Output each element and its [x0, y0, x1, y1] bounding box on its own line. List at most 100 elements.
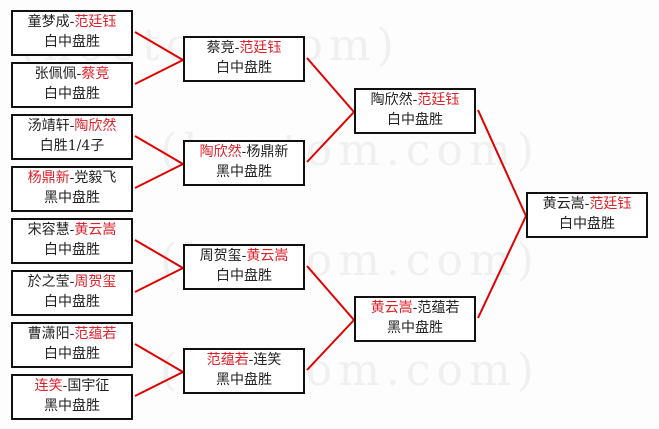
bracket-connector	[134, 163, 184, 189]
match-result: 白中盘胜	[44, 86, 100, 102]
match-players: 黄云嵩-范廷钰	[528, 194, 646, 214]
match-players: 张佩佩-蔡竞	[13, 64, 131, 84]
match-box-r4-1: 黄云嵩-范廷钰白中盘胜	[526, 192, 648, 238]
match-result: 白胜1/4子	[39, 138, 105, 154]
winner-name: 范廷钰	[74, 14, 117, 30]
bracket-connector	[134, 267, 184, 293]
match-players: 蔡竞-范廷钰	[185, 38, 303, 58]
match-result: 黑中盘胜	[216, 372, 272, 388]
match-result: 黑中盘胜	[216, 164, 272, 180]
separator: -	[584, 196, 590, 212]
match-players: 曹潇阳-范蕴若	[13, 324, 131, 344]
player-name: 汤靖轩	[27, 118, 70, 134]
player-name: 童梦成	[27, 14, 70, 30]
match-box-r3-1: 陶欣然-范廷钰白中盘胜	[354, 88, 476, 134]
player-name: 於之莹	[27, 274, 70, 290]
separator: -	[241, 248, 247, 264]
winner-name: 黄云嵩	[370, 300, 413, 316]
match-box-r2-1: 蔡竞-范廷钰白中盘胜	[183, 36, 305, 82]
winner-name: 黄云嵩	[246, 248, 289, 264]
match-result: 白中盘胜	[216, 60, 272, 76]
winner-name: 陶欣然	[199, 144, 242, 160]
player-name: 张佩佩	[34, 66, 77, 82]
winner-name: 杨鼎新	[27, 170, 70, 186]
player-name: 蔡竞	[206, 40, 235, 56]
match-players: 童梦成-范廷钰	[13, 12, 131, 32]
player-name: 党毅飞	[74, 170, 117, 186]
separator: -	[234, 40, 240, 56]
player-name: 宋容慧	[27, 222, 70, 238]
match-result: 白中盘胜	[44, 34, 100, 50]
match-box-r3-2: 黄云嵩-范蕴若黑中盘胜	[354, 296, 476, 342]
separator: -	[412, 92, 418, 108]
match-box-r1-4: 杨鼎新-党毅飞黑中盘胜	[11, 166, 133, 212]
bracket-connector	[134, 371, 184, 397]
match-result: 白中盘胜	[387, 112, 443, 128]
match-players: 宋容慧-黄云嵩	[13, 220, 131, 240]
winner-name: 范蕴若	[206, 352, 249, 368]
player-name: 陶欣然	[370, 92, 413, 108]
match-box-r1-6: 於之莹-周贺玺白中盘胜	[11, 270, 133, 316]
match-players: 连笑-国宇征	[13, 376, 131, 396]
winner-name: 范廷钰	[239, 40, 282, 56]
bracket-connector	[134, 135, 184, 165]
separator: -	[69, 274, 75, 290]
match-players: 范蕴若-连笑	[185, 350, 303, 370]
match-result: 黑中盘胜	[44, 398, 100, 414]
match-result: 黑中盘胜	[44, 190, 100, 206]
match-result: 白中盘胜	[216, 268, 272, 284]
bracket-connector	[306, 111, 355, 163]
match-box-r1-5: 宋容慧-黄云嵩白中盘胜	[11, 218, 133, 264]
winner-name: 范廷钰	[417, 92, 460, 108]
winner-name: 范廷钰	[589, 196, 632, 212]
separator: -	[412, 300, 418, 316]
match-box-r1-1: 童梦成-范廷钰白中盘胜	[11, 10, 133, 56]
bracket-connector	[306, 57, 355, 113]
bracket-connector	[306, 319, 355, 371]
match-players: 陶欣然-杨鼎新	[185, 142, 303, 162]
match-result: 白中盘胜	[559, 216, 615, 232]
separator: -	[69, 222, 75, 238]
separator: -	[69, 14, 75, 30]
match-players: 於之莹-周贺玺	[13, 272, 131, 292]
match-result: 白中盘胜	[44, 346, 100, 362]
bracket-connector	[134, 239, 184, 269]
separator: -	[62, 378, 68, 394]
bracket-connector	[134, 31, 184, 61]
separator: -	[76, 66, 82, 82]
bracket-connector	[134, 59, 184, 85]
match-box-r1-2: 张佩佩-蔡竞白中盘胜	[11, 62, 133, 108]
match-box-r1-7: 曹潇阳-范蕴若白中盘胜	[11, 322, 133, 368]
match-players: 杨鼎新-党毅飞	[13, 168, 131, 188]
winner-name: 范蕴若	[74, 326, 117, 342]
match-result: 白中盘胜	[44, 242, 100, 258]
match-box-r2-4: 范蕴若-连笑黑中盘胜	[183, 348, 305, 394]
match-players: 汤靖轩-陶欣然	[13, 116, 131, 136]
bracket-connector	[306, 265, 355, 321]
match-box-r2-3: 周贺玺-黄云嵩白中盘胜	[183, 244, 305, 290]
separator: -	[248, 352, 254, 368]
bracket-connector	[477, 215, 527, 319]
match-players: 黄云嵩-范蕴若	[356, 298, 474, 318]
winner-name: 蔡竞	[81, 66, 110, 82]
match-players: 陶欣然-范廷钰	[356, 90, 474, 110]
player-name: 杨鼎新	[246, 144, 289, 160]
match-result: 黑中盘胜	[387, 320, 443, 336]
player-name: 黄云嵩	[542, 196, 585, 212]
winner-name: 连笑	[34, 378, 63, 394]
player-name: 曹潇阳	[27, 326, 70, 342]
match-players: 周贺玺-黄云嵩	[185, 246, 303, 266]
bracket-connector	[477, 109, 527, 217]
player-name: 国宇征	[67, 378, 110, 394]
winner-name: 黄云嵩	[74, 222, 117, 238]
separator: -	[69, 118, 75, 134]
winner-name: 周贺玺	[74, 274, 117, 290]
player-name: 连笑	[253, 352, 282, 368]
match-result: 白中盘胜	[44, 294, 100, 310]
match-box-r1-3: 汤靖轩-陶欣然白胜1/4子	[11, 114, 133, 160]
player-name: 范蕴若	[417, 300, 460, 316]
match-box-r1-8: 连笑-国宇征黑中盘胜	[11, 374, 133, 420]
match-box-r2-2: 陶欣然-杨鼎新黑中盘胜	[183, 140, 305, 186]
separator: -	[241, 144, 247, 160]
